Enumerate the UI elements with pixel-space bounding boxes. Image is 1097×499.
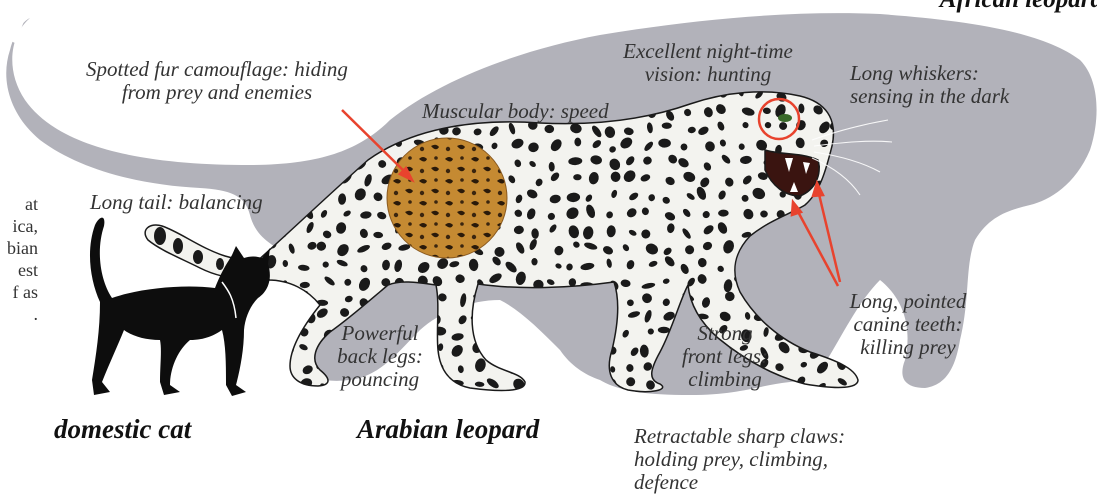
- label-long-tail: Long tail: balancing: [90, 191, 263, 214]
- spot: [270, 121, 276, 131]
- spot: [509, 310, 518, 319]
- spot: [260, 315, 270, 325]
- label-back-legs: Powerful back legs: pouncing: [320, 322, 440, 391]
- spot: [263, 138, 273, 150]
- spot: [244, 111, 256, 120]
- spot: [278, 139, 287, 149]
- label-retractable-claws: Retractable sharp claws: holding prey, c…: [634, 425, 845, 494]
- spot: [246, 342, 259, 356]
- spot: [286, 126, 297, 137]
- spot: [375, 109, 384, 115]
- name-domestic-cat: domestic cat: [54, 414, 191, 444]
- side-text-fragment: at ica, bian est f as .: [0, 193, 38, 325]
- spot: [570, 382, 584, 392]
- spot: [281, 294, 296, 309]
- leopard-eye: [778, 114, 792, 122]
- spot: [304, 139, 315, 149]
- name-arabian-leopard: Arabian leopard: [357, 414, 539, 444]
- spot: [262, 347, 270, 357]
- spot: [343, 120, 352, 130]
- spot: [246, 245, 254, 252]
- label-muscular-body: Muscular body: speed: [422, 100, 609, 123]
- spot: [547, 358, 561, 372]
- spot: [490, 325, 502, 337]
- spot: [525, 342, 539, 356]
- spot: [269, 362, 279, 372]
- spot: [246, 364, 257, 375]
- label-night-vision: Excellent night-time vision: hunting: [598, 40, 818, 86]
- spot: [551, 383, 561, 391]
- label-whiskers: Long whiskers: sensing in the dark: [850, 62, 1009, 108]
- spot: [266, 105, 280, 118]
- spot: [531, 362, 541, 372]
- spot: [319, 126, 330, 138]
- spot: [249, 375, 261, 385]
- spot: [488, 312, 503, 324]
- spot: [490, 342, 498, 356]
- spot: [241, 122, 251, 132]
- spot: [281, 329, 292, 336]
- spot: [512, 326, 518, 334]
- spot: [241, 224, 251, 233]
- fur-camouflage-inset: [387, 138, 507, 258]
- spot: [323, 262, 329, 268]
- spot: [531, 258, 537, 265]
- spot: [266, 327, 279, 334]
- spot: [269, 291, 277, 302]
- spot: [240, 141, 253, 153]
- spot: [585, 379, 594, 388]
- spot: [476, 323, 489, 338]
- spot: [281, 310, 292, 320]
- spot: [364, 108, 375, 119]
- african-leopard-title: African leopard: [940, 0, 1097, 14]
- spot: [505, 344, 520, 359]
- spot: [320, 107, 330, 120]
- spot: [300, 125, 311, 135]
- spot: [260, 379, 271, 389]
- label-front-legs: Strong front legs: climbing: [650, 322, 800, 391]
- spot: [323, 140, 336, 153]
- spot: [854, 363, 863, 370]
- label-canine-teeth: Long, pointed canine teeth: killing prey: [828, 290, 988, 359]
- label-fur-camouflage: Spotted fur camouflage: hiding from prey…: [52, 58, 382, 104]
- spot: [530, 380, 544, 393]
- spot: [279, 360, 289, 371]
- spot: [284, 105, 301, 120]
- spot: [394, 88, 406, 100]
